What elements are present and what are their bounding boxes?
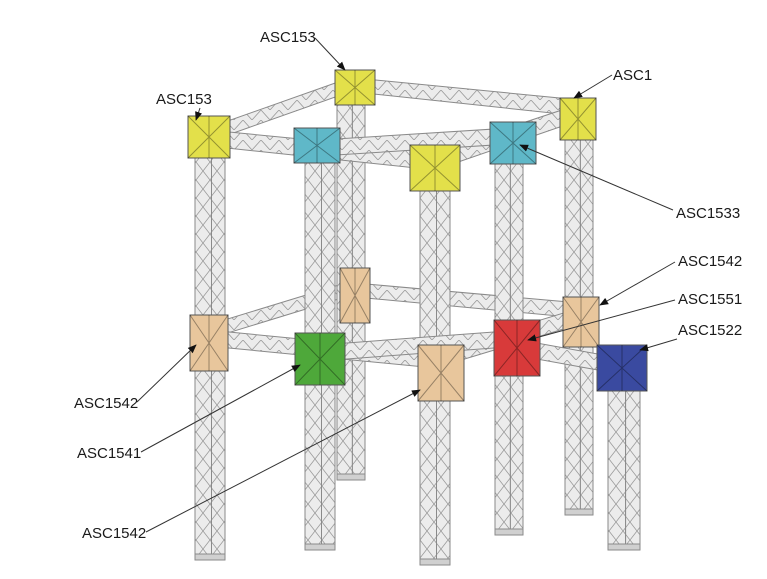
- leader-arrow: [639, 338, 678, 352]
- tan-front-mid-connector: [417, 344, 465, 402]
- leader-arrow: [314, 37, 346, 71]
- part-label: ASC1542: [678, 253, 742, 270]
- red-junction-connector: [493, 319, 541, 377]
- back-beams: [207, 75, 581, 340]
- leader-arrow: [519, 144, 674, 211]
- leader-arrow: [145, 389, 421, 533]
- part-label: ASC1542: [82, 525, 146, 542]
- yellow-right-corner-connector: [559, 97, 597, 141]
- leader-arrow: [527, 299, 676, 342]
- tan-back-mid-connector: [339, 267, 371, 324]
- truss-column: [607, 384, 641, 551]
- leader-arrow: [195, 107, 202, 121]
- yellow-left-corner-connector: [187, 115, 231, 159]
- part-label: ASC1542: [74, 395, 138, 412]
- label-leaders: ASC153ASC153ASC1ASC1533ASC1542ASC1551ASC…: [74, 29, 742, 542]
- part-label: ASC1533: [676, 205, 740, 222]
- blue-corner-connector: [596, 344, 648, 392]
- part-label: ASC153: [156, 91, 212, 108]
- yellow-front-corner-connector: [409, 144, 461, 192]
- part-label: ASC1522: [678, 322, 742, 339]
- part-label: ASC153: [260, 29, 316, 46]
- leader-arrow: [573, 74, 613, 99]
- leader-arrow: [136, 344, 197, 403]
- tan-left-mid-connector: [189, 314, 229, 372]
- green-junction-connector: [294, 332, 346, 386]
- yellow-back-corner-connector: [334, 69, 376, 106]
- part-label: ASC1: [613, 67, 652, 84]
- connectors: [187, 69, 648, 402]
- leader-arrow: [599, 261, 676, 306]
- part-label: ASC1551: [678, 291, 742, 308]
- leader-arrow: [140, 364, 301, 453]
- cyan-right-tee-connector: [489, 121, 537, 165]
- cyan-left-tee-connector: [293, 127, 341, 164]
- part-label: ASC1541: [77, 445, 141, 462]
